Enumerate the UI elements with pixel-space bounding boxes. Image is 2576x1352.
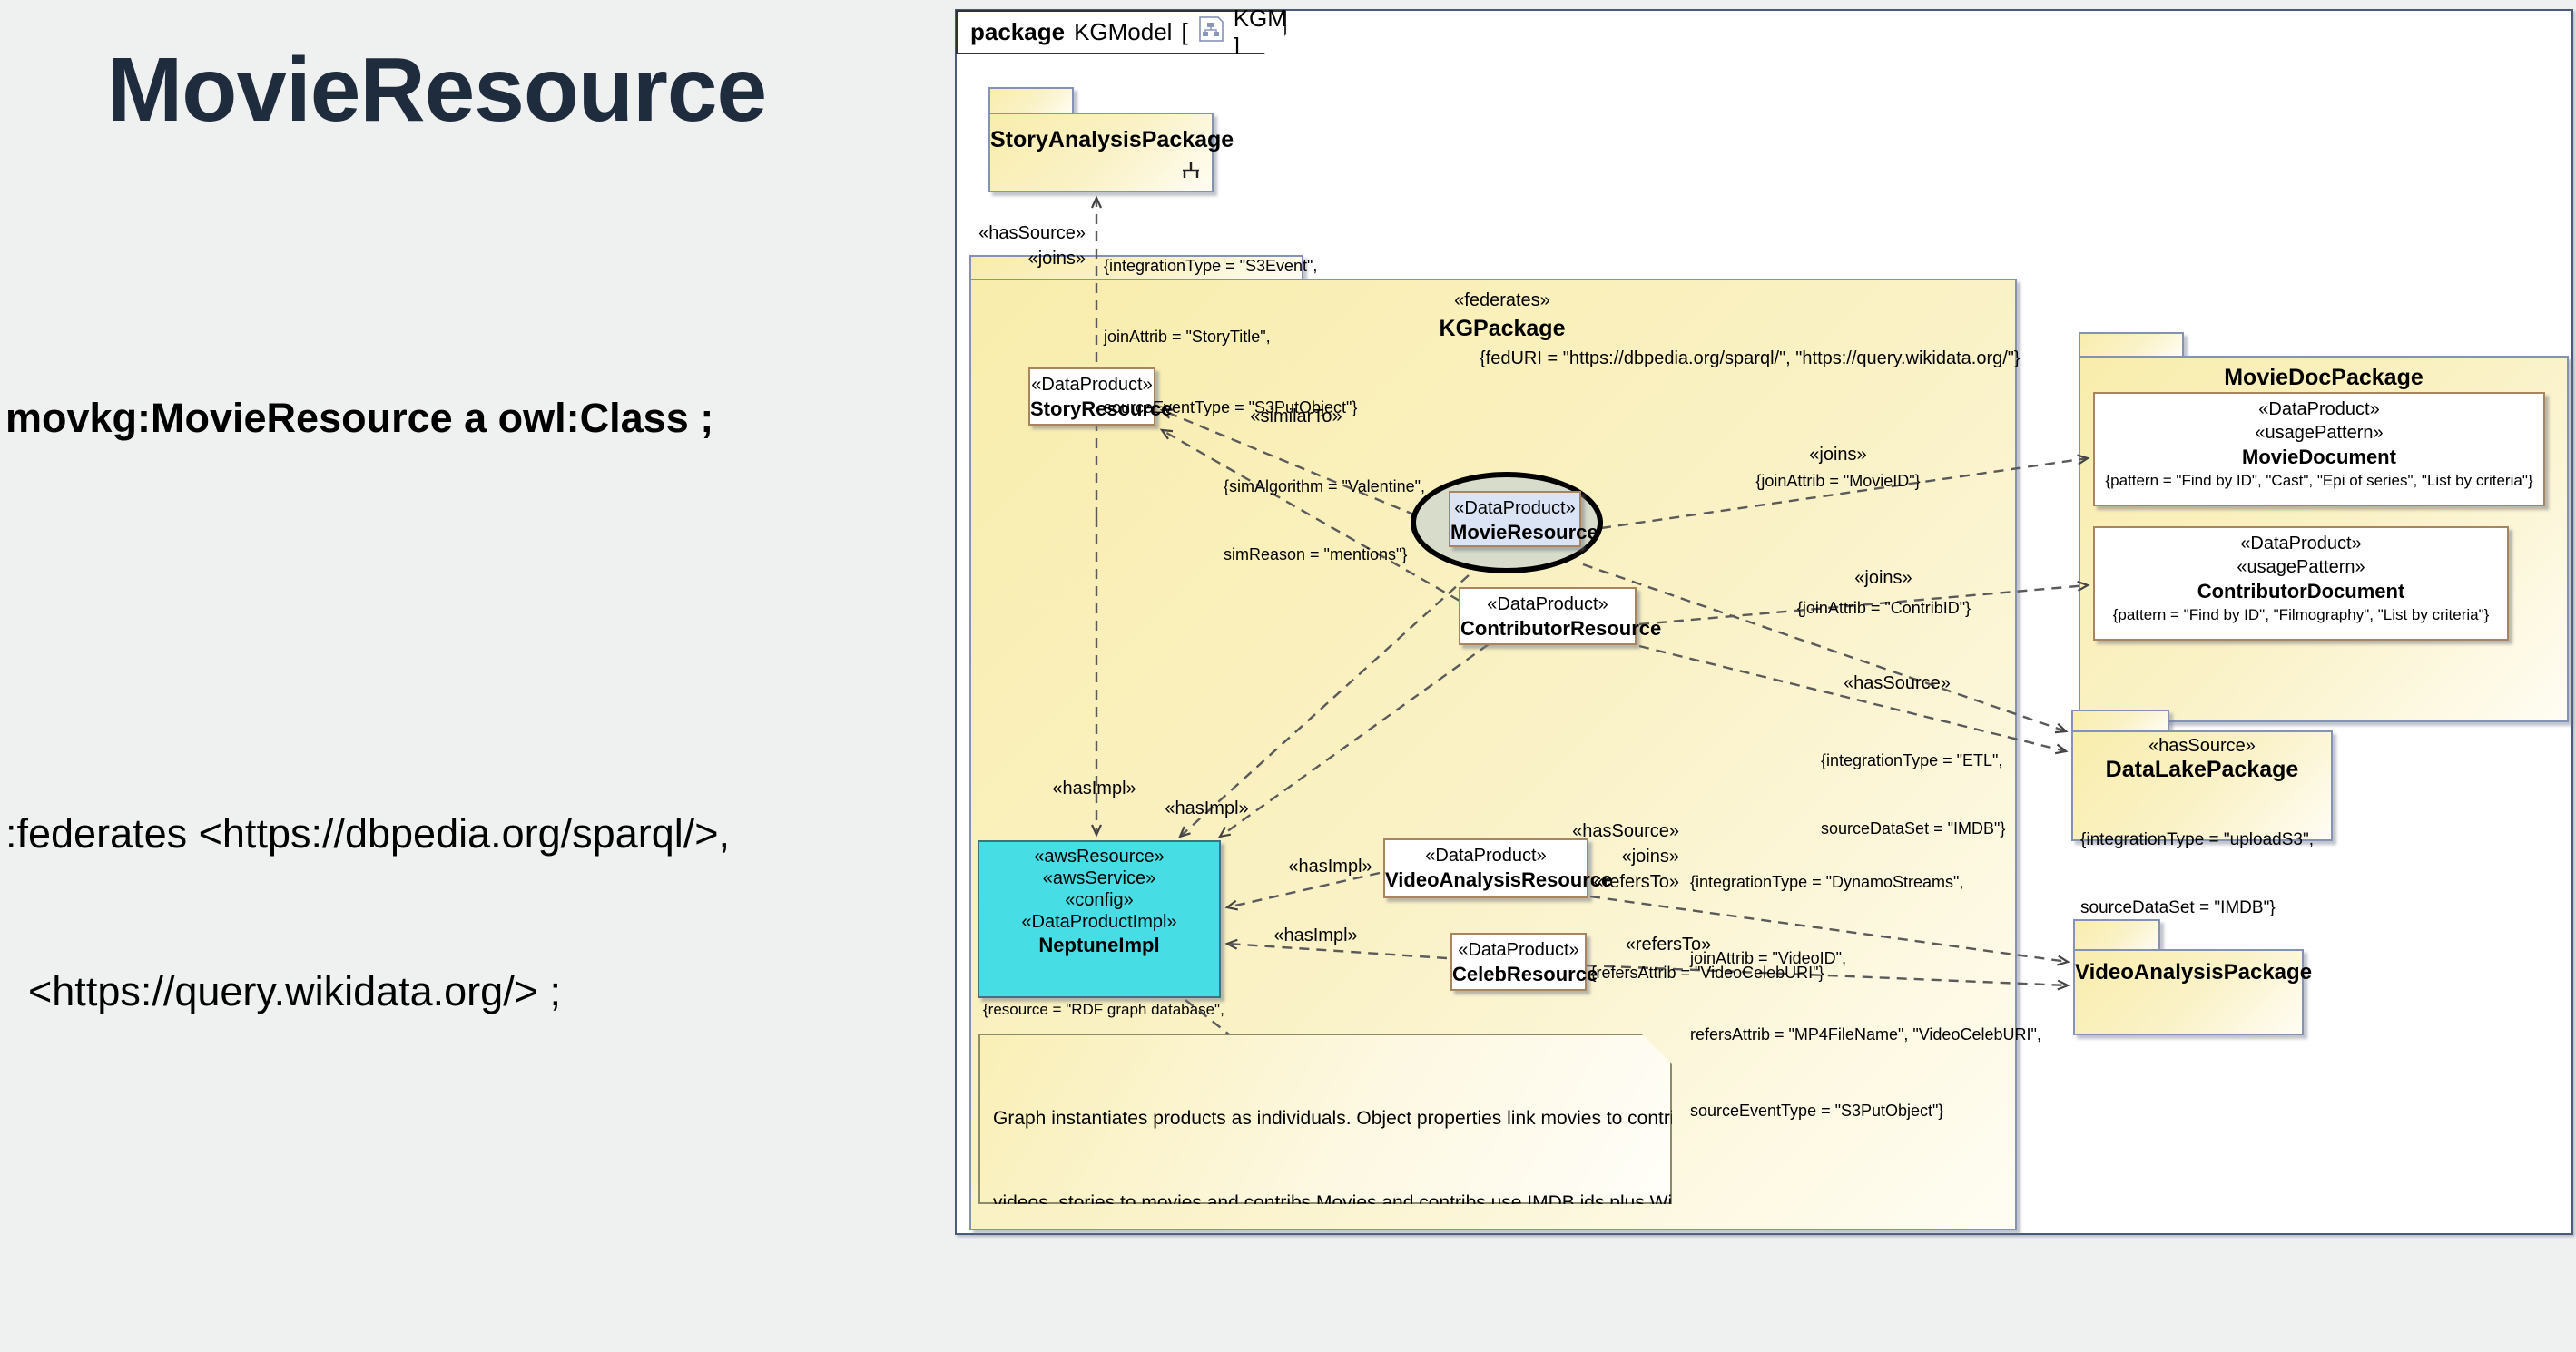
video-analysis-resource-stereotype: «DataProduct»: [1425, 846, 1547, 866]
movie-document-name: MovieDocument: [2242, 446, 2396, 468]
story-analysis-package-title: StoryAnalysisPackage: [990, 127, 1234, 152]
contributor-resource-stereotype: «DataProduct»: [1487, 594, 1608, 614]
data-lake-props: {integrationType = "uploadS3", sourceDat…: [2080, 830, 2314, 917]
video-analysis-resource-class: «DataProduct» VideoAnalysisResource: [1383, 838, 1613, 898]
frame-bracket: [: [1181, 18, 1188, 45]
neptune-stereotype-dataproductimpl: «DataProductImpl»: [1021, 912, 1177, 932]
celeb-resource-class: «DataProduct» CelebResource: [1450, 933, 1598, 991]
contributor-document-stereotype2: «usagePattern»: [2237, 557, 2365, 577]
label-video-stereos: «hasSource» «joins» «refersTo»: [1572, 821, 1679, 892]
label-hassource-etl: «hasSource»: [1844, 673, 1951, 693]
kg-package-title: KGPackage: [1439, 316, 1566, 341]
neptune-stereotype-awsservice: «awsService»: [1042, 868, 1156, 888]
celeb-resource-stereotype: «DataProduct»: [1458, 940, 1579, 960]
movie-doc-package-title: MovieDocPackage: [2224, 365, 2424, 390]
video-analysis-package-title: VideoAnalysisPackage: [2075, 960, 2313, 985]
neptune-stereotype-config: «config»: [1065, 890, 1134, 910]
data-lake-package: «hasSource» DataLakePackage {integration…: [2071, 730, 2333, 917]
story-analysis-package: StoryAnalysisPackage: [988, 113, 1234, 192]
movie-resource-class: «DataProduct» MovieResource: [1449, 491, 1598, 547]
kg-package-stereotype: «federates»: [1454, 290, 1550, 310]
page-title: MovieResource: [107, 39, 767, 141]
contributor-document-class: «DataProduct» «usagePattern» Contributor…: [2093, 526, 2509, 641]
story-resource-name: StoryResource: [1030, 397, 1173, 420]
movie-document-pattern: {pattern = "Find by ID", "Cast", "Epi of…: [2105, 472, 2533, 489]
note: Graph instantiates products as individua…: [978, 1034, 1672, 1204]
frame-keyword: package: [970, 18, 1066, 45]
story-resource-class: «DataProduct» StoryResource: [1028, 367, 1173, 426]
label-similarto: «similarTo»: [1250, 407, 1342, 426]
video-analysis-package: VideoAnalysisPackage: [2073, 949, 2313, 1035]
movie-resource-name: MovieResource: [1450, 521, 1598, 544]
label-story-hassource-joins: «hasSource» «joins»: [978, 223, 1086, 269]
turtle-code: movkg:MovieResource a owl:Class ; :feder…: [5, 181, 884, 1352]
neptune-stereotype-awsresource: «awsResource»: [1034, 847, 1165, 867]
label-joins-contribid: «joins»: [1854, 568, 1912, 588]
celeb-resource-name: CelebResource: [1452, 963, 1598, 985]
label-hassource-etl-props: {integrationType = "ETL", sourceDataSet …: [1821, 751, 2006, 838]
diagram-frame-tab: package KGModel [ KGModel ]: [956, 10, 1286, 54]
frame-title: KGModel: [1074, 18, 1173, 45]
label-refersto: «refersTo»: [1625, 935, 1712, 955]
video-analysis-package-tab: [2073, 919, 2160, 953]
code-hasimpl: :hasImpl movkg:NeptuneImpl ;: [5, 1276, 884, 1352]
story-resource-stereotype: «DataProduct»: [1031, 375, 1153, 395]
code-class-decl: movkg:MovieResource a owl:Class ;: [5, 395, 714, 441]
data-lake-stereotype: «hasSource»: [2148, 736, 2256, 756]
label-joins-contribid-props: {joinAttrib = "ContribID"}: [1796, 599, 1971, 617]
video-analysis-resource-name: VideoAnalysisResource: [1385, 868, 1613, 891]
label-video-props: {integrationType = "DynamoStreams", join…: [1690, 873, 2041, 1120]
neptune-impl-class: «awsResource» «awsService» «config» «Dat…: [978, 840, 1224, 1078]
contributor-resource-name: ContributorResource: [1460, 617, 1662, 640]
contributor-document-name: ContributorDocument: [2197, 580, 2405, 603]
kg-package-tab: [969, 255, 1303, 282]
label-joins-movieid: «joins»: [1809, 445, 1867, 465]
contributor-document-stereotype1: «DataProduct»: [2240, 534, 2362, 554]
neptune-impl-name: NeptuneImpl: [1038, 934, 1160, 956]
label-hasimpl-3: «hasImpl»: [1288, 857, 1372, 877]
label-hasimpl-4: «hasImpl»: [1273, 926, 1358, 945]
movie-resource-stereotype: «DataProduct»: [1454, 498, 1576, 518]
contributor-document-pattern: {pattern = "Find by ID", "Filmography", …: [2112, 606, 2490, 623]
data-lake-package-title: DataLakePackage: [2105, 757, 2299, 782]
contributor-resource-class: «DataProduct» ContributorResource: [1459, 587, 1662, 645]
contained-diagram-icon: [1181, 161, 1201, 187]
label-refersto-props: {refersAttrib = "VideoCelebURI"}: [1590, 964, 1824, 982]
label-similarto-props: {simAlgorithm = "Valentine", simReason =…: [1224, 477, 1426, 563]
movie-document-stereotype2: «usagePattern»: [2255, 423, 2384, 443]
label-story-source-props: {integrationType = "S3Event", joinAttrib…: [1104, 257, 1358, 416]
label-hasimpl-1: «hasImpl»: [1052, 779, 1136, 798]
frame-ref: KGModel ]: [1233, 4, 1332, 60]
movie-document-class: «DataProduct» «usagePattern» MovieDocume…: [2093, 392, 2545, 506]
diagram-kind-icon: [1197, 15, 1224, 49]
kg-package-props: {fedURI = "https://dbpedia.org/sparql/",…: [1480, 348, 2020, 368]
label-joins-movieid-props: {joinAttrib = "MovieID"}: [1755, 472, 1921, 490]
movie-document-stereotype1: «DataProduct»: [2258, 399, 2380, 419]
neptune-props-resource: {resource = "RDF graph database",: [983, 1001, 1224, 1018]
code-federates: :federates <https://dbpedia.org/sparql/>…: [5, 810, 731, 1014]
label-hasimpl-2: «hasImpl»: [1165, 798, 1249, 818]
